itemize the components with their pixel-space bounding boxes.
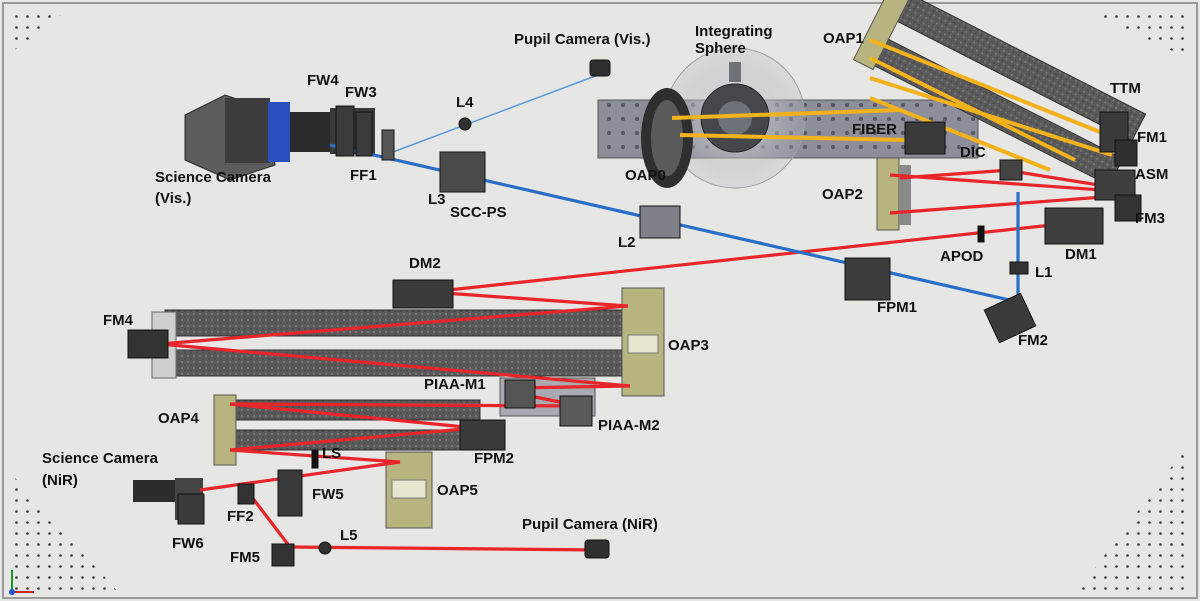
yellow-beams (671, 38, 1121, 172)
ff2-component (237, 483, 255, 505)
axis-triad (9, 570, 34, 595)
fm2-mount (983, 292, 1037, 344)
fw5-filter-wheel (277, 469, 303, 517)
label-dm2: DM2 (409, 255, 441, 272)
axis-z-dot (9, 589, 15, 595)
dm2-mount (392, 279, 454, 309)
label-fm1: FM1 (1137, 129, 1167, 146)
label-apod: APOD (940, 248, 984, 265)
l5-lens (318, 541, 332, 555)
label-dm1: DM1 (1065, 246, 1097, 263)
dm1-mount (1044, 207, 1104, 245)
label-oap1: OAP1 (823, 30, 864, 47)
fpm1-mount (844, 257, 891, 301)
apod-mask (977, 225, 985, 243)
label-l3: L3 (428, 191, 446, 208)
oap5-mount (385, 451, 433, 529)
label-fm3: FM3 (1135, 210, 1165, 227)
optical-components (127, 59, 1142, 567)
l2-mount (639, 205, 681, 239)
label-oap2: OAP2 (822, 186, 863, 203)
label-asm: ASM (1135, 166, 1168, 183)
label-science-camera-vis: Science Camera (155, 169, 272, 186)
ff1-component (381, 129, 395, 161)
label-dic: DIC (960, 144, 986, 161)
label-ff1: FF1 (350, 167, 377, 184)
l1-mount (1009, 261, 1029, 275)
label-l5: L5 (340, 527, 358, 544)
label-oap4: OAP4 (158, 410, 200, 427)
label-scc-ps: SCC-PS (450, 204, 507, 221)
l4-lens (458, 117, 472, 131)
fiber-connector (904, 121, 946, 155)
oap3-fm4-tube-assembly (151, 287, 665, 397)
label-ff2: FF2 (227, 508, 254, 525)
fpm2-mount (459, 419, 506, 451)
oap0-mount (641, 88, 693, 188)
component-labels: Pupil Camera (Vis.) Integrating Sphere O… (42, 23, 1168, 566)
pupil-camera-nir (584, 539, 610, 559)
piaa-m2-mount (559, 395, 593, 427)
table-mount-holes (8, 8, 1192, 594)
label-integrating: Integrating (695, 23, 773, 40)
label-pupil-camera-vis: Pupil Camera (Vis.) (514, 31, 650, 48)
oap2-mount (876, 157, 911, 231)
pupil-camera-vis (589, 59, 611, 77)
label-science-camera-nir-2: (NiR) (42, 472, 78, 489)
fm3-mount (1114, 194, 1142, 222)
fm5-mount (271, 543, 295, 567)
label-fpm2: FPM2 (474, 450, 514, 467)
label-ttm: TTM (1110, 80, 1141, 97)
label-science-camera-nir: Science Camera (42, 450, 159, 467)
label-oap5: OAP5 (437, 482, 478, 499)
label-science-camera-vis-2: (Vis.) (155, 190, 191, 207)
label-oap3: OAP3 (668, 337, 709, 354)
fm4-mount (127, 329, 169, 359)
fw6-filter-wheel (177, 493, 205, 525)
label-l1: L1 (1035, 264, 1053, 281)
label-fm5: FM5 (230, 549, 260, 566)
label-fpm1: FPM1 (877, 299, 917, 316)
dic-mount (999, 159, 1023, 181)
label-fm4: FM4 (103, 312, 134, 329)
piaa-m1-mount (504, 379, 536, 409)
label-piaa-m1: PIAA-M1 (424, 376, 486, 393)
fw4-filter-wheel (335, 105, 355, 157)
ls-stop (311, 449, 319, 469)
label-fw5: FW5 (312, 486, 344, 503)
label-sphere: Sphere (695, 40, 746, 57)
label-fw4: FW4 (307, 72, 339, 89)
label-fiber: FIBER (852, 121, 897, 138)
label-piaa-m2: PIAA-M2 (598, 417, 660, 434)
label-oap0: OAP0 (625, 167, 666, 184)
fm1-mount (1114, 139, 1138, 167)
fw3-filter-wheel (355, 111, 373, 157)
label-fm2: FM2 (1018, 332, 1048, 349)
label-fw6: FW6 (172, 535, 204, 552)
label-pupil-camera-nir: Pupil Camera (NiR) (522, 516, 658, 533)
label-l2: L2 (618, 234, 636, 251)
label-ls: LS (322, 445, 341, 462)
l3-scc-ps-mount (439, 151, 486, 193)
label-fw3: FW3 (345, 84, 377, 101)
label-l4: L4 (456, 94, 474, 111)
